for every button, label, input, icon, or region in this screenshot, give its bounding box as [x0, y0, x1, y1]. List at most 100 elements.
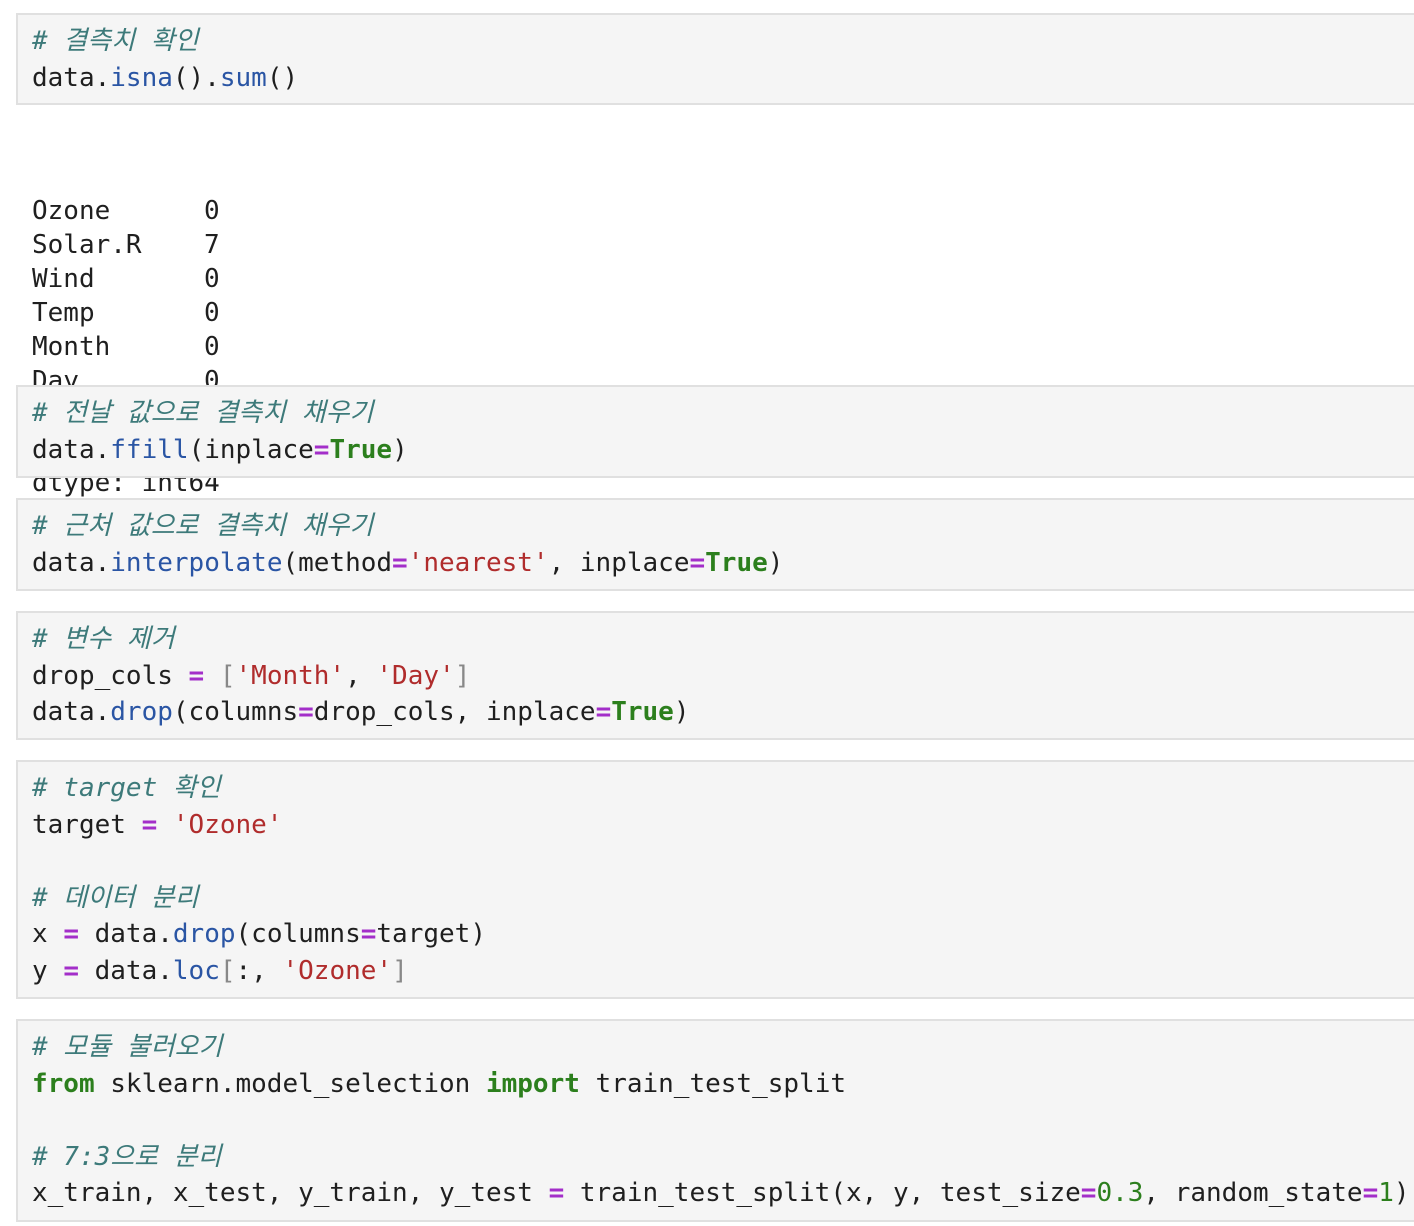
code-token: =	[141, 809, 158, 840]
code-token: interpolate	[110, 547, 283, 578]
code-token: x	[32, 919, 64, 949]
code-token: 'Day'	[376, 660, 455, 691]
code-token: ]	[454, 660, 471, 691]
code-token: 'Ozone'	[172, 809, 283, 840]
code-token: =	[1080, 1178, 1097, 1208]
code-line: x_train, x_test, y_train, y_test = train…	[32, 1175, 1410, 1212]
code-token: ffill	[110, 434, 189, 465]
code-line: # 결측치 확인	[32, 23, 1400, 60]
code-token: (columns	[235, 919, 361, 949]
code-token: True	[329, 434, 393, 465]
code-token: 'Ozone'	[282, 955, 393, 986]
code-token: train_test_split	[579, 1068, 846, 1099]
code-token: (inplace	[188, 434, 314, 465]
code-line	[32, 1102, 1400, 1139]
code-token: sum	[219, 62, 267, 93]
code-token	[204, 661, 220, 691]
output-row-name: Solar.R	[32, 230, 142, 260]
code-token: ().	[172, 62, 220, 93]
code-token: =	[298, 697, 314, 727]
code-token: # 데이터 분리	[32, 882, 199, 913]
code-token: data.	[32, 697, 111, 727]
code-token: from	[32, 1068, 95, 1099]
code-token: train_test_split(x, y, test_size	[564, 1178, 1081, 1208]
code-token: # 전날 값으로 결측치 채우기	[32, 398, 374, 428]
code-line: # 변수 제거	[32, 621, 1400, 658]
code-token: (method	[282, 547, 393, 578]
code-token: drop_cols	[32, 660, 189, 691]
output-row-name: Month	[32, 332, 111, 362]
code-token: =	[188, 660, 205, 691]
code-token: data.	[78, 919, 173, 949]
code-token: import	[485, 1068, 580, 1099]
code-token: =	[392, 547, 408, 578]
code-token: 0.3	[1096, 1178, 1144, 1208]
code-token: data.	[78, 955, 173, 986]
code-cell-ffill[interactable]: # 전날 값으로 결측치 채우기 data.ffill(inplace=True)	[16, 385, 1414, 478]
code-token: )	[1393, 1178, 1410, 1208]
code-line: data.interpolate(method='nearest', inpla…	[32, 545, 1400, 582]
code-line: data.drop(columns=drop_cols, inplace=Tru…	[32, 694, 1400, 731]
output-row-value: 7	[204, 230, 220, 260]
code-token: )	[392, 434, 408, 465]
output-row-name: Temp	[32, 298, 95, 328]
code-token: =	[360, 919, 377, 949]
code-token: data.	[32, 547, 111, 578]
code-token: =	[1362, 1178, 1379, 1208]
code-line: # target 확인	[32, 770, 1400, 807]
code-line: data.ffill(inplace=True)	[32, 432, 1400, 469]
code-token: 1	[1378, 1178, 1394, 1208]
output-row-name: Wind	[32, 264, 95, 294]
output-row-value: 0	[204, 264, 220, 294]
code-token: data.	[32, 434, 111, 465]
output-row: Wind 0	[32, 262, 220, 296]
code-line: x = data.drop(columns=target)	[32, 916, 1400, 953]
output-row-value: 0	[204, 298, 220, 328]
code-token: # 변수 제거	[32, 624, 175, 654]
code-token: ()	[266, 62, 299, 93]
code-line: target = 'Ozone'	[32, 807, 1400, 844]
code-token: target)	[376, 919, 486, 949]
output-row: Ozone 0	[32, 194, 220, 228]
code-token: data.	[32, 62, 111, 93]
output-row-value: 0	[204, 332, 220, 362]
output-row: Month 0	[32, 330, 220, 364]
code-token: True	[705, 547, 768, 578]
code-token: drop	[172, 919, 236, 949]
code-token: =	[548, 1178, 565, 1208]
code-token: =	[313, 434, 330, 465]
code-token: # 근처 값으로 결측치 채우기	[32, 511, 374, 541]
code-line: # 근처 값으로 결측치 채우기	[32, 508, 1400, 545]
code-token: True	[611, 697, 674, 727]
code-token: drop	[110, 697, 173, 727]
code-token: )	[767, 547, 784, 578]
code-token: # 결측치 확인	[32, 26, 199, 56]
code-token: target	[32, 809, 142, 840]
code-token: =	[63, 919, 79, 949]
code-token: =	[63, 955, 79, 986]
code-token: ,	[345, 660, 377, 691]
code-token: (columns	[172, 697, 299, 727]
code-token: :,	[235, 955, 283, 986]
code-token: ]	[392, 955, 408, 986]
output-row-value: 0	[204, 196, 220, 226]
code-line: y = data.loc[:, 'Ozone']	[32, 953, 1400, 990]
code-line: from sklearn.model_selection import trai…	[32, 1066, 1400, 1103]
code-token: drop_cols, inplace	[313, 697, 596, 727]
code-line: # 전날 값으로 결측치 채우기	[32, 395, 1400, 432]
code-token: y	[32, 955, 64, 986]
output-row: Temp 0	[32, 296, 220, 330]
output-row-name: Ozone	[32, 196, 111, 226]
code-cell-train-test-split[interactable]: # 모듈 불러오기 from sklearn.model_selection im…	[16, 1019, 1414, 1222]
output-row: Solar.R 7	[32, 228, 220, 262]
code-token: =	[689, 547, 706, 578]
code-cell-check-missing[interactable]: # 결측치 확인 data.isna().sum()	[16, 13, 1414, 105]
code-token: # 모듈 불러오기	[32, 1032, 223, 1062]
code-token	[157, 810, 173, 840]
code-token: loc	[172, 955, 220, 986]
code-token: , inplace	[548, 547, 690, 578]
code-token: isna	[110, 62, 173, 93]
